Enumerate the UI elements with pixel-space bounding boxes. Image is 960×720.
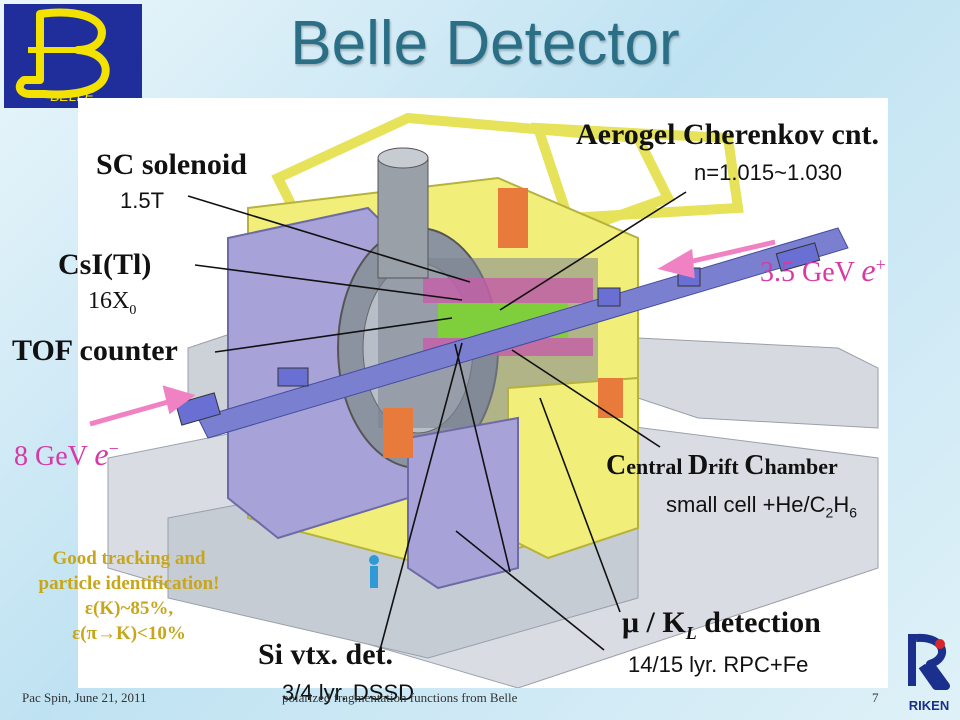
- riken-text: RIKEN: [909, 698, 949, 713]
- positron-label: 3.5 GeV e+: [760, 252, 886, 288]
- electron-beam-arrow: [89, 385, 196, 427]
- sc-solenoid-pointer: [187, 195, 471, 283]
- mu-kl-pointer-2: [455, 530, 605, 651]
- cdc-label: Central Drift Chamber: [606, 450, 838, 481]
- good-tracking-note: Good tracking and particle identificatio…: [38, 548, 220, 644]
- cdc-sub: small cell +He/C2H6: [666, 492, 858, 521]
- aerogel-sub: n=1.015~1.030: [694, 160, 843, 185]
- tof-pointer: [214, 317, 453, 353]
- footer-left: Pac Spin, June 21, 2011: [22, 690, 147, 705]
- csi-label: CsI(Tl): [58, 248, 152, 281]
- detector-illustration: [78, 98, 888, 688]
- aerogel-pointer: [499, 191, 687, 311]
- csi-pointer: [194, 264, 463, 301]
- aerogel-label: Aerogel Cherenkov cnt.: [576, 118, 880, 151]
- si-vtx-pointer-2: [454, 343, 511, 573]
- sc-solenoid-sub: 1.5T: [120, 188, 165, 213]
- mu-kl-label: μ / KL detection: [622, 606, 821, 643]
- positron-beam-arrow: [657, 239, 776, 279]
- cdc-pointer: [511, 349, 661, 448]
- page-title: Belle Detector: [290, 9, 680, 78]
- footer-page: 7: [872, 690, 879, 705]
- si-vtx-sub: 3/4 lyr. DSSD: [282, 680, 415, 705]
- electron-label: 8 GeV e−: [14, 436, 119, 472]
- tof-label: TOF counter: [12, 334, 178, 367]
- mu-kl-pointer: [539, 397, 621, 613]
- si-vtx-label: Si vtx. det.: [258, 638, 393, 671]
- belle-logo: BELLE: [4, 4, 142, 108]
- csi-sub: 16X0: [88, 288, 137, 318]
- footer-center: polarized fragmentation functions from B…: [282, 690, 518, 705]
- mu-kl-sub: 14/15 lyr. RPC+Fe: [628, 652, 809, 677]
- riken-logo: RIKEN: [908, 633, 950, 713]
- sc-solenoid-label: SC solenoid: [96, 148, 247, 181]
- si-vtx-pointer: [379, 342, 463, 651]
